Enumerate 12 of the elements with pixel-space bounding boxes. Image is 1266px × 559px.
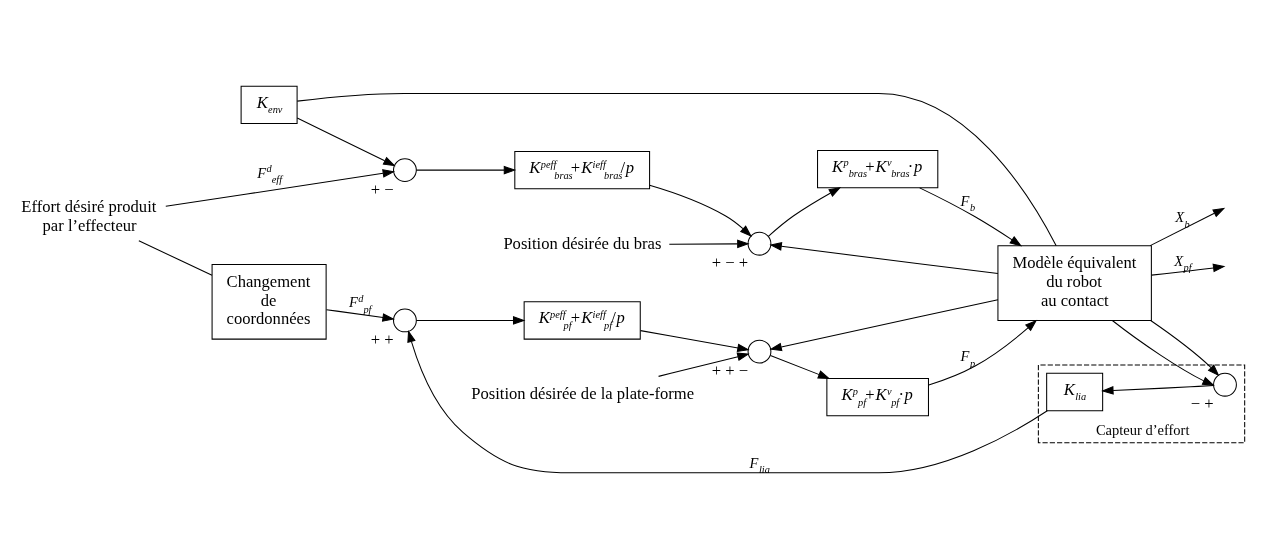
edge-label: X$_{pf}$ xyxy=(1174,252,1192,274)
node-text: Effort désiré produit par l’effecteur xyxy=(21,197,157,236)
node-label: + + xyxy=(370,330,394,350)
node-label: + − + xyxy=(711,253,749,273)
node-text: Position désirée du bras xyxy=(503,233,662,253)
node-text: Position désirée de la plate-forme xyxy=(471,384,695,404)
edge-label: F$_{b}$ xyxy=(960,192,976,214)
edge-label: F$_{p}$ xyxy=(960,348,976,369)
node-label: − + xyxy=(1190,394,1214,414)
node-label: + − xyxy=(370,179,394,199)
node-label: + + − xyxy=(711,361,749,381)
edge-label: X$_{b}$ xyxy=(1175,209,1190,230)
